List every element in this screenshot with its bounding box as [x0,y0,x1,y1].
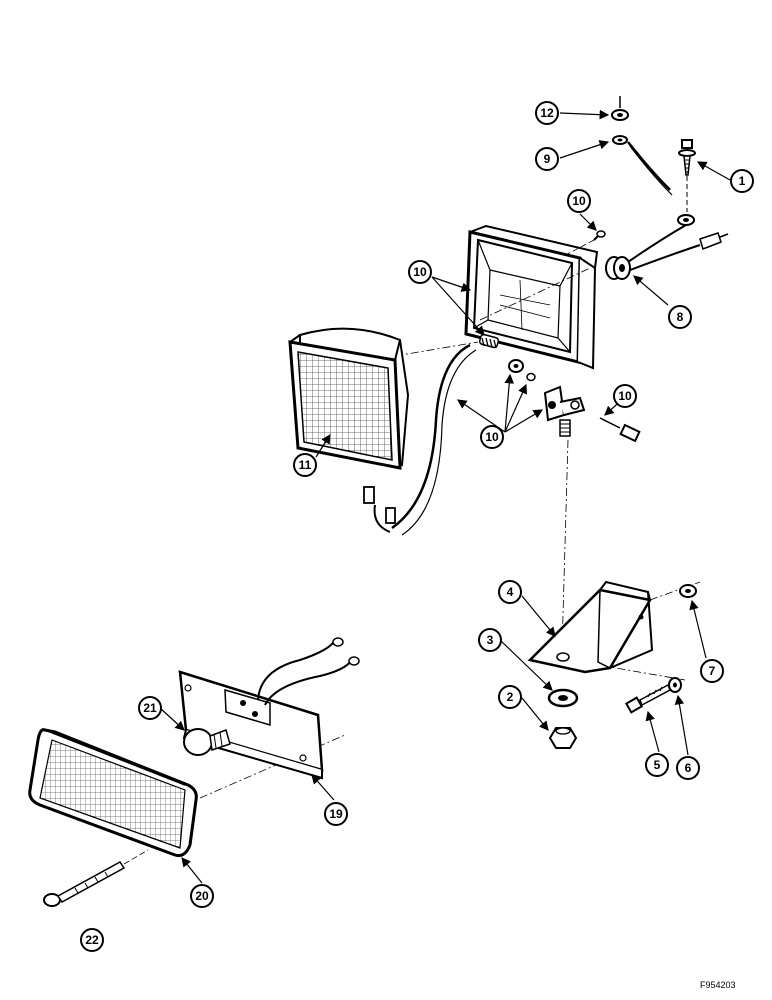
leader-lines [159,109,731,884]
callout-10-right: 10 [613,384,637,408]
callout-3: 3 [478,628,502,652]
marker-lamp-wires [257,637,360,706]
bolt-5 [624,683,671,714]
callout-12-label: 12 [540,106,554,120]
callout-21: 21 [138,696,162,720]
callout-2-label: 2 [507,690,514,704]
washer-9 [612,135,628,145]
marker-lamp-base-19 [178,670,324,780]
callout-3-label: 3 [487,633,494,647]
callout-10-top: 10 [567,189,591,213]
callout-12: 12 [535,101,559,125]
callout-6: 6 [676,756,700,780]
callout-5-label: 5 [654,758,661,772]
callout-22: 22 [80,928,104,952]
callout-1-label: 1 [739,174,746,188]
callout-10-left: 10 [408,260,432,284]
callout-19: 19 [324,802,348,826]
work-lamp-lens-11 [288,327,410,470]
callout-1: 1 [730,169,754,193]
callout-9: 9 [535,147,559,171]
callout-10-bottom: 10 [480,425,504,449]
lamp-housing [464,224,599,370]
grommet-8 [605,256,631,280]
pivot-mount-10 [543,385,586,437]
callout-10-left-label: 10 [413,265,427,279]
washer-3 [547,688,579,708]
harness-wires [627,224,729,271]
bolt-10-right [599,417,641,443]
callout-19-label: 19 [329,807,343,821]
marker-lamp-lens-20 [28,728,198,857]
callout-7: 7 [700,659,724,683]
washer-6 [668,677,682,693]
callout-2: 2 [498,685,522,709]
callout-11: 11 [293,453,317,477]
callout-7-label: 7 [709,664,716,678]
nut-7 [679,584,697,598]
bolt-1 [678,139,696,212]
callout-10-bottom-label: 10 [485,430,499,444]
callout-8: 8 [668,305,692,329]
screw-22 [43,849,149,907]
callout-4: 4 [498,580,522,604]
callout-20-label: 20 [195,889,209,903]
ground-wire [627,141,695,226]
callout-10-top-label: 10 [572,194,586,208]
lamp-lead-wires [363,343,477,536]
callout-11-label: 11 [299,458,312,472]
callout-9-label: 9 [544,152,551,166]
callout-21-label: 21 [143,701,157,715]
bulb-21 [183,728,231,756]
callout-10-right-label: 10 [618,389,632,403]
nut-2 [548,727,578,749]
bulb-socket [478,333,500,349]
callout-22-label: 22 [85,933,99,947]
figure-id: F954203 [700,980,736,990]
callout-20: 20 [190,884,214,908]
callout-5: 5 [645,753,669,777]
nut-12 [611,96,629,121]
mounting-bracket-4 [527,580,654,674]
callout-8-label: 8 [677,310,684,324]
small-nuts-10 [508,359,536,382]
callout-4-label: 4 [507,585,514,599]
callout-6-label: 6 [685,761,692,775]
